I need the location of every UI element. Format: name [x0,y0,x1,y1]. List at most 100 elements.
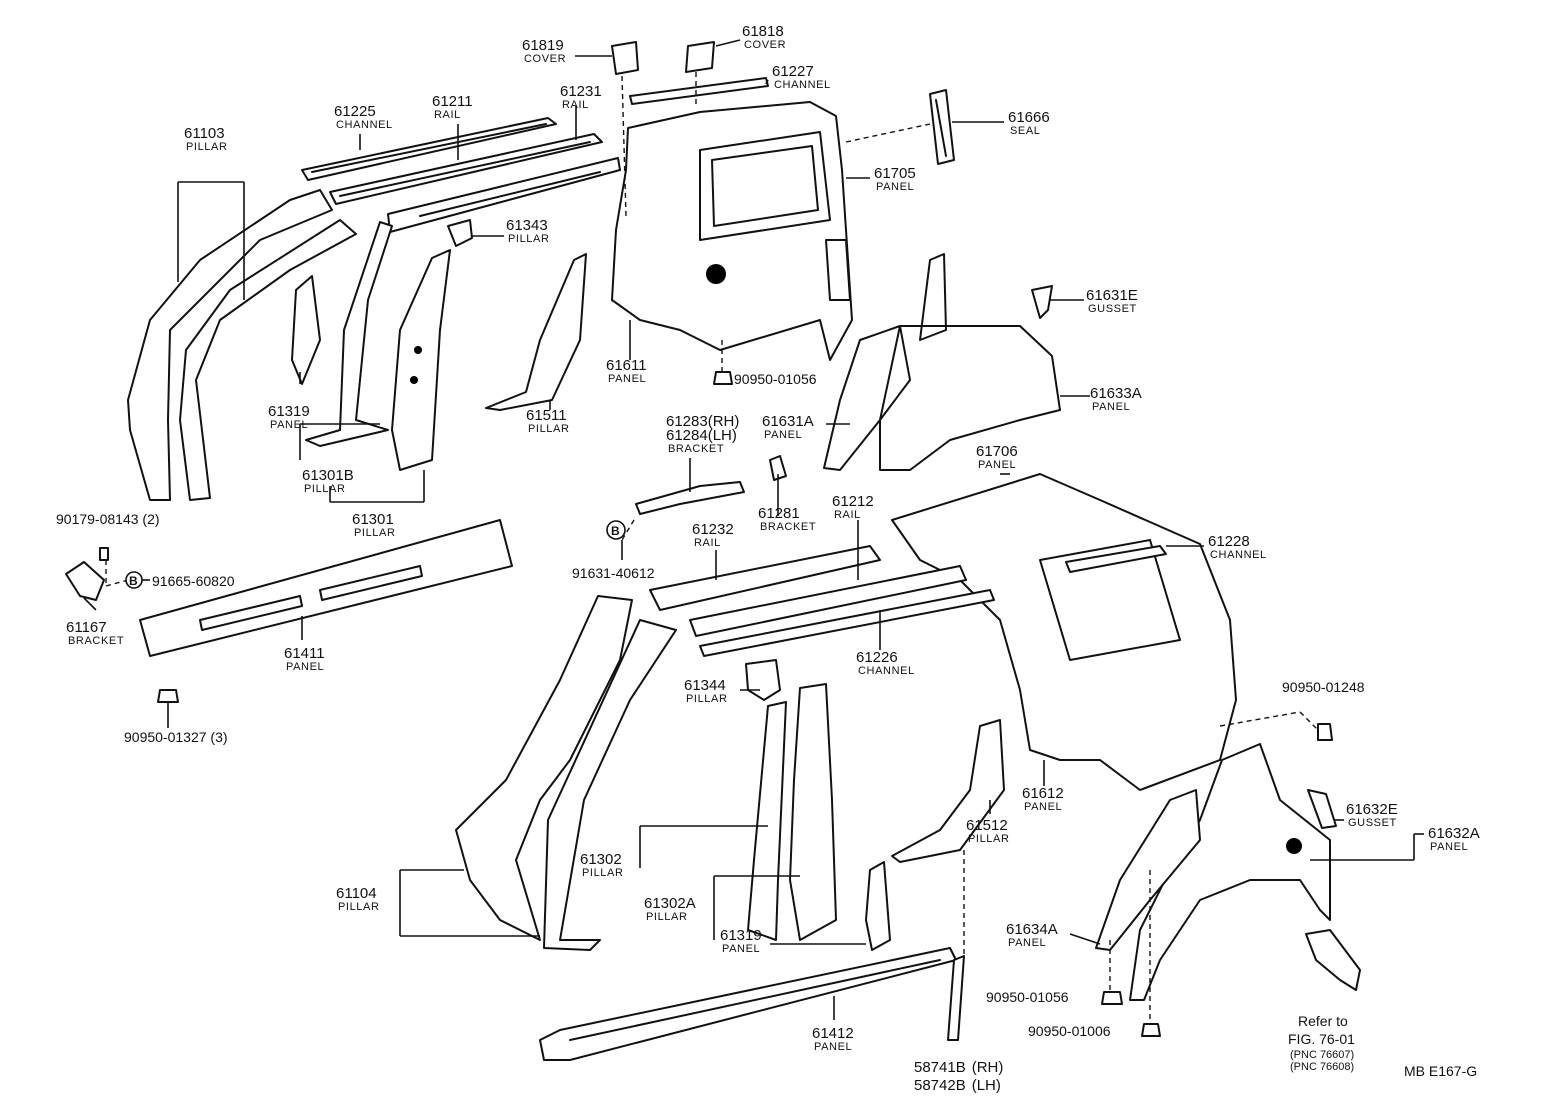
part-61301B-pillar[interactable] [305,221,393,447]
label-90950-01056-upper[interactable]: 90950-01056 [734,371,817,387]
part-61705-panel[interactable] [611,101,853,361]
part-61228-channel[interactable] [1065,545,1167,573]
part-61412-panel[interactable] [539,947,957,1061]
part-61231-rail[interactable] [387,157,621,233]
part-61227-channel[interactable] [629,77,769,105]
nut-90950-01056-upper[interactable] [713,371,733,385]
nut-90950-01006[interactable] [1141,1023,1161,1037]
part-reference-fig-76-01[interactable] [1305,929,1361,991]
fastener-labels: 90950-01056 90179-08143 (2) 91665-60820 … [56,371,1365,1039]
part-61104-pillar[interactable] [455,595,677,951]
callout-part-name: GUSSET [1088,303,1137,315]
part-61818-cover[interactable] [685,41,715,73]
part-61302-pillar[interactable] [747,683,837,941]
part-61301-pillar[interactable] [391,249,451,471]
label-90950-01056-lower[interactable]: 90950-01056 [986,989,1069,1005]
callout-part-name: PILLAR [354,527,396,539]
bolt-90179-08143[interactable] [99,547,109,561]
part-61706-panel[interactable] [891,473,1237,791]
callout-part-name: CHANNEL [336,119,393,131]
label-58741B-58742B[interactable]: 58741B(RH) 58742B(LH) [914,1059,1003,1094]
part-61344-pillar[interactable] [745,659,781,701]
part-61634A-panel[interactable] [1095,789,1201,951]
callout-part-name: PANEL [814,1041,852,1053]
part-61232-rail[interactable] [649,545,881,611]
callout-number: 61319 [268,403,310,420]
svg-text:B: B [611,524,620,538]
part-61212-rail[interactable] [689,565,967,637]
part-61633A-panel[interactable] [879,253,1061,471]
callout-number: 61228 [1208,533,1250,550]
part-61319-panel-lower[interactable] [865,861,891,951]
part-61283-bracket[interactable] [635,481,745,515]
part-61211-rail[interactable] [329,133,603,205]
part-61226-channel[interactable] [699,589,995,657]
callout-61283[interactable]: 61283(RH)61284(LH)BRACKET [666,413,739,455]
part-61281-bracket[interactable] [769,455,787,481]
nut-90950-01056-lower[interactable] [1101,991,1123,1005]
part-61103-pillar[interactable] [127,189,357,501]
part-61512-pillar[interactable] [891,719,1005,863]
callout-number: 61633A [1090,385,1142,402]
label-90950-01248[interactable]: 90950-01248 [1282,679,1365,695]
nut-90950-01327[interactable] [157,689,179,703]
part-61632E-gusset[interactable] [1307,789,1337,829]
part-61819-cover[interactable] [611,41,639,75]
part-58741B-strip[interactable] [947,955,965,1041]
label-91665-60820[interactable]: 91665-60820 [152,573,235,589]
part-61632A-panel[interactable] [1129,743,1331,1001]
part-61319-panel-upper[interactable] [291,275,321,385]
label-90950-01327[interactable]: 90950-01327 (3) [124,729,228,745]
part-61411-panel[interactable] [139,519,513,657]
part-61631E-gusset[interactable] [1031,285,1053,319]
label-90179-08143[interactable]: 90179-08143 (2) [56,511,160,527]
part-61343-pillar[interactable] [447,219,473,247]
label-91631-40612[interactable]: 91631-40612 [572,565,655,581]
part-61225-channel[interactable] [301,117,557,181]
plug-90950-01248[interactable] [1317,723,1333,741]
part-61666-seal[interactable] [929,89,955,165]
part-61631A-panel[interactable] [823,325,901,471]
svg-text:FIG. 76-01: FIG. 76-01 [1288,1031,1355,1047]
label-90950-01006[interactable]: 90950-01006 [1028,1023,1111,1039]
part-61511-pillar[interactable] [485,253,587,411]
